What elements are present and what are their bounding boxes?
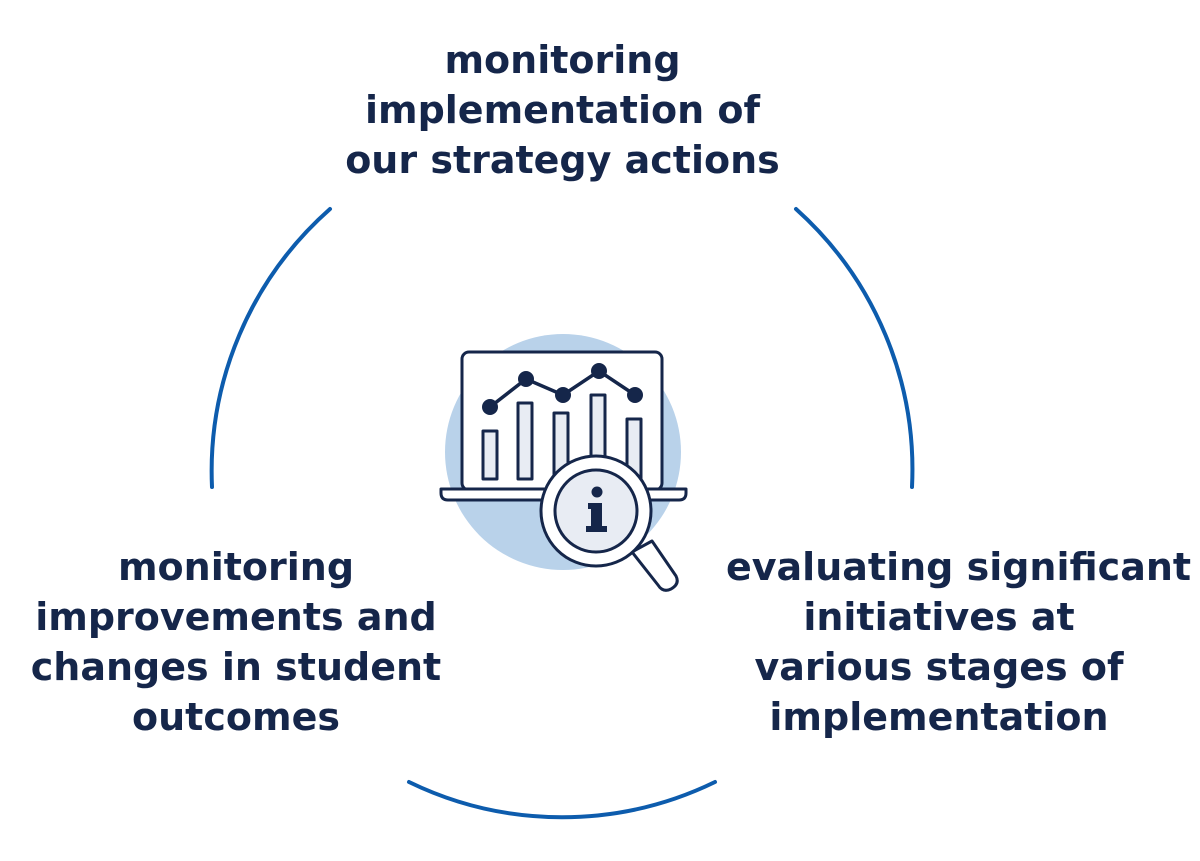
- cycle-arcs: [209, 207, 915, 820]
- step-label-line: improvements and: [35, 595, 437, 639]
- arc-right: [794, 207, 915, 489]
- chart-point: [518, 371, 534, 387]
- chart-bars: [481, 393, 643, 481]
- step-label-line: monitoring: [117, 545, 355, 589]
- step-label-line: various stages of: [754, 645, 1124, 689]
- step-label-line: initiatives at: [803, 595, 1075, 639]
- chart-trend-points: [482, 363, 643, 415]
- magnifier-icon: [539, 454, 679, 592]
- step-label-top: monitoring implementation of our strateg…: [0, 35, 1125, 185]
- step-label-line: evaluating significant: [726, 545, 1192, 589]
- chart-point: [482, 399, 498, 415]
- laptop-chart-magnifier-info-icon: [439, 334, 688, 592]
- chart-bar: [516, 401, 534, 481]
- step-label-line: implementation: [769, 695, 1109, 739]
- arc-left: [209, 207, 332, 489]
- step-label-left: monitoring improvements and changes in s…: [0, 542, 472, 742]
- magnifier-handle: [630, 539, 679, 592]
- arc-bottom: [407, 780, 717, 820]
- step-label-line: our strategy actions: [345, 138, 780, 182]
- step-label-line: changes in student: [30, 645, 442, 689]
- chart-point: [555, 387, 571, 403]
- chart-point: [627, 387, 643, 403]
- step-label-line: monitoring: [444, 38, 681, 82]
- step-label-right: evaluating significant initiatives at va…: [726, 542, 1192, 742]
- chart-bar: [481, 429, 499, 481]
- step-label-line: outcomes: [132, 695, 340, 739]
- step-label-line: implementation of: [364, 88, 761, 132]
- info-icon: [586, 486, 607, 532]
- chart-point: [591, 363, 607, 379]
